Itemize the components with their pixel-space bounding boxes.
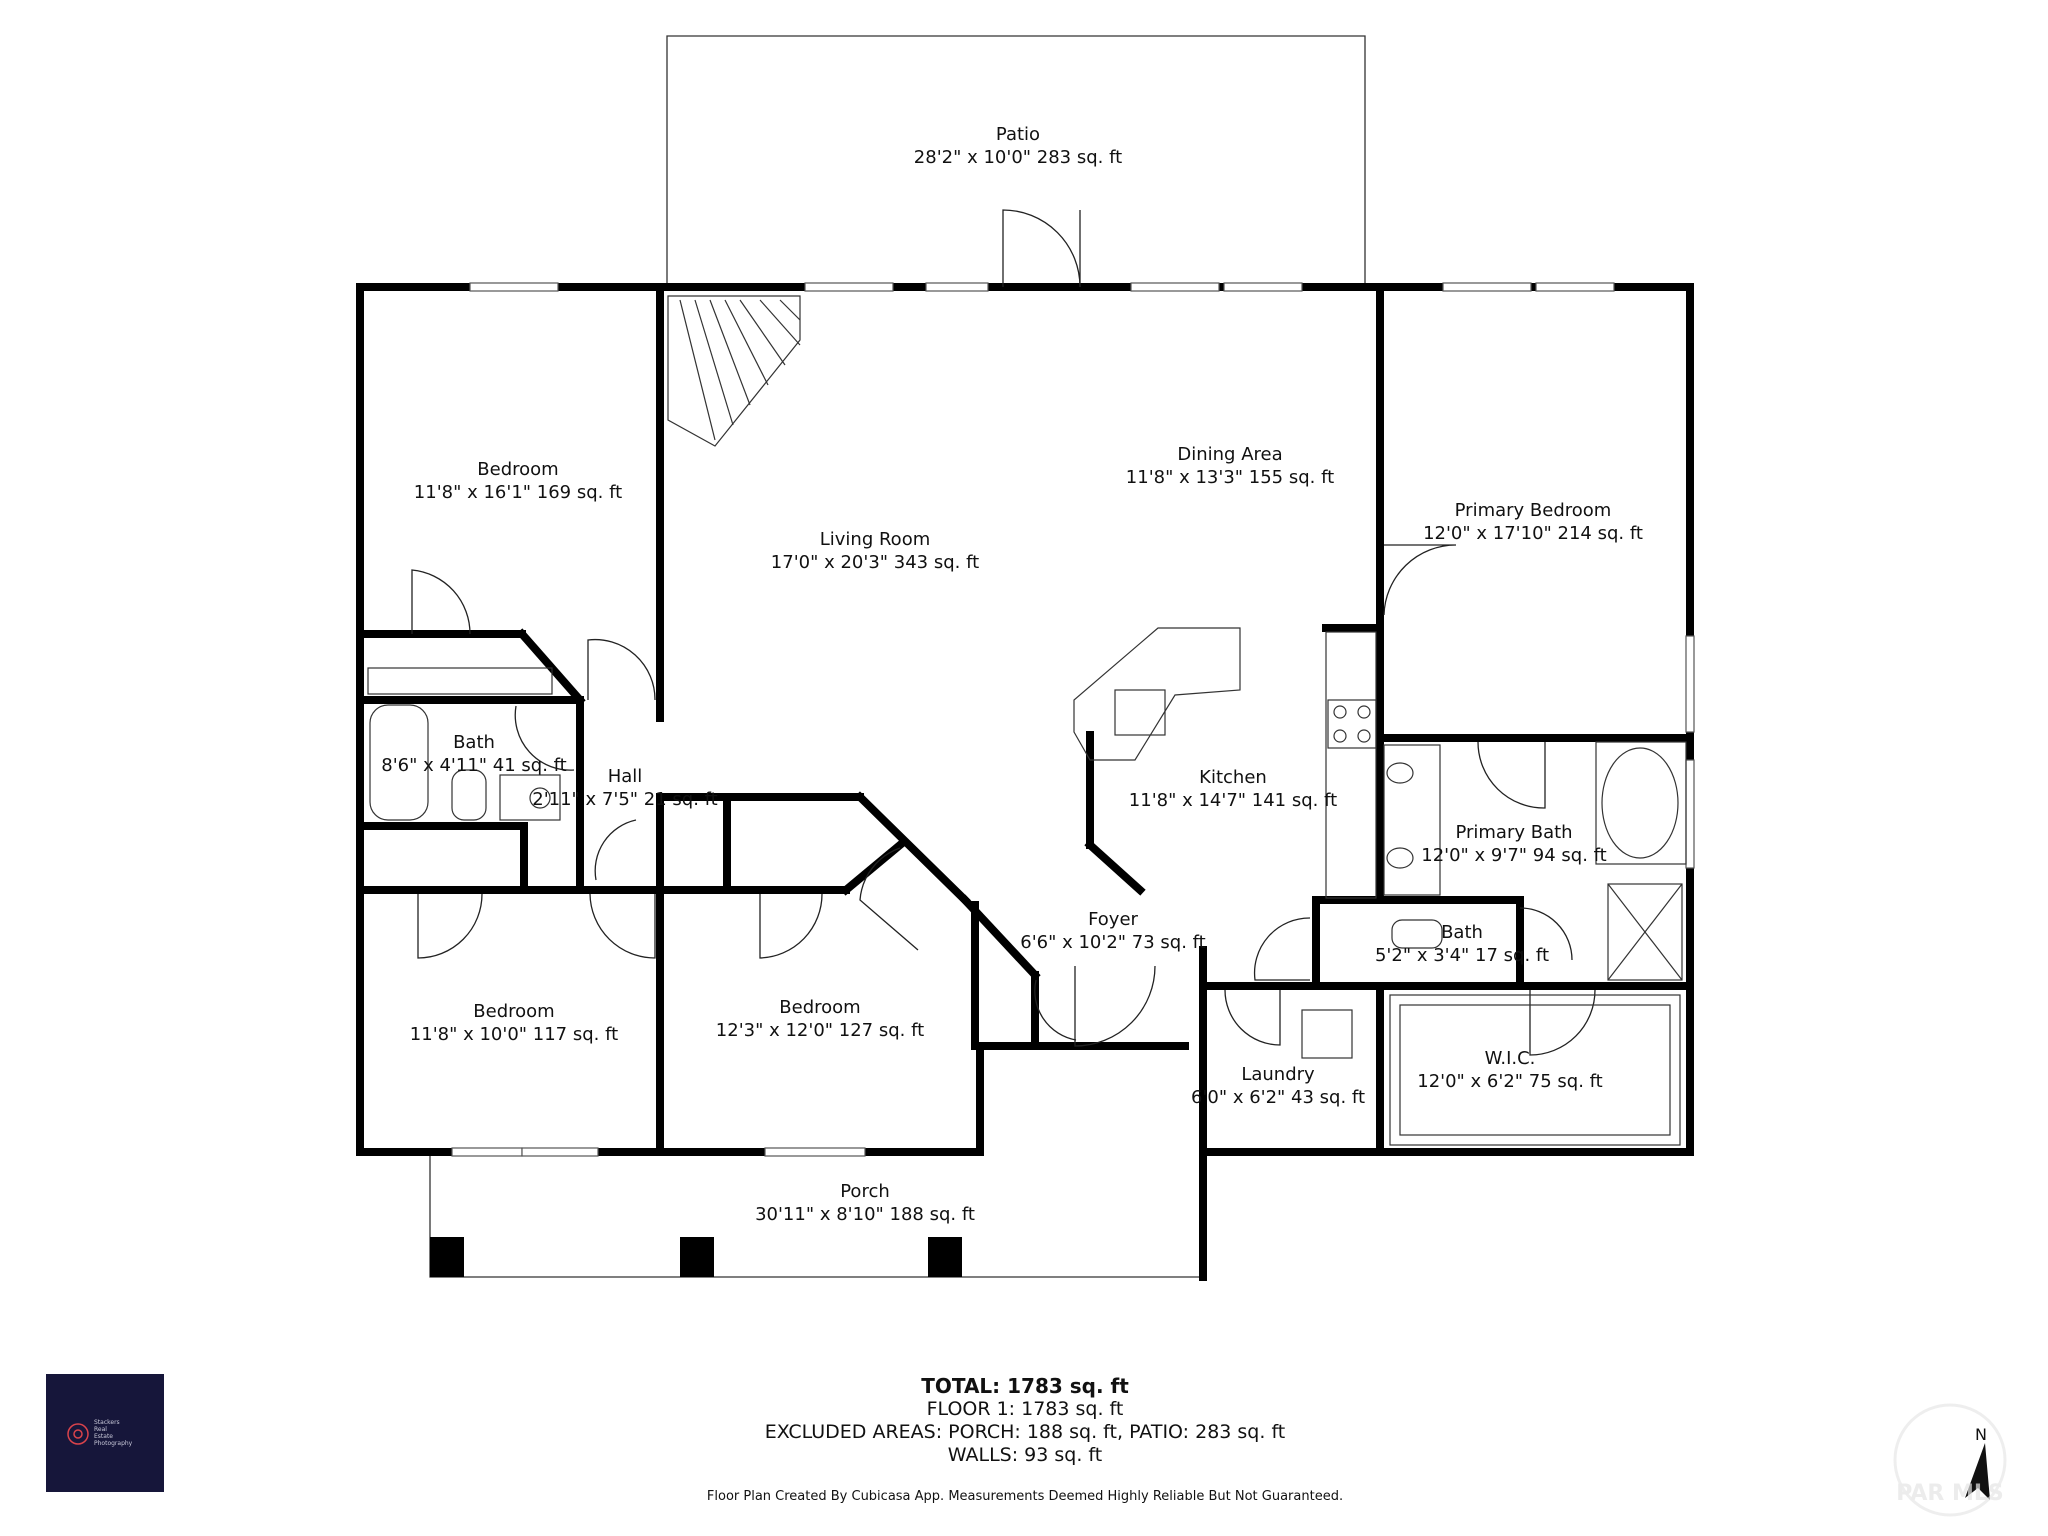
total-area: TOTAL: 1783 sq. ft <box>921 1374 1129 1398</box>
porch-dims: 30'11" x 8'10" 188 sq. ft <box>755 1204 975 1225</box>
patio-dims: 28'2" x 10'0" 283 sq. ft <box>914 147 1122 168</box>
bath-e-name: Bath <box>1441 922 1483 943</box>
dining-area-name: Dining Area <box>1177 444 1282 465</box>
kitchen-dims: 11'8" x 14'7" 141 sq. ft <box>1129 790 1337 811</box>
bath-e-dims: 5'2" x 3'4" 17 sq. ft <box>1375 945 1549 966</box>
patio-name: Patio <box>996 124 1040 145</box>
patio-outline <box>666 35 1366 287</box>
bedroom-nw-name: Bedroom <box>477 459 558 480</box>
logo-line2: Real <box>94 1426 107 1433</box>
doors <box>411 209 1596 1056</box>
bedroom-s-name: Bedroom <box>779 997 860 1018</box>
kitchen-name: Kitchen <box>1199 767 1267 788</box>
living-room-dims: 17'0" x 20'3" 343 sq. ft <box>771 552 979 573</box>
porch-name: Porch <box>840 1181 890 1202</box>
dining-area-dims: 11'8" x 13'3" 155 sq. ft <box>1126 467 1334 488</box>
disclaimer: Floor Plan Created By Cubicasa App. Meas… <box>707 1489 1343 1504</box>
room-labels: Patio 28'2" x 10'0" 283 sq. ft Bedroom 1… <box>381 124 1643 1225</box>
bath-w-name: Bath <box>453 732 495 753</box>
porch-posts <box>430 1237 962 1277</box>
wic-dims: 12'0" x 6'2" 75 sq. ft <box>1417 1071 1602 1092</box>
excluded-areas: EXCLUDED AREAS: PORCH: 188 sq. ft, PATIO… <box>765 1421 1286 1443</box>
primary-bedroom-name: Primary Bedroom <box>1455 500 1612 521</box>
primary-bath-name: Primary Bath <box>1455 822 1572 843</box>
logo-line4: Photography <box>94 1440 133 1447</box>
company-logo: Stackers Real Estate Photography <box>46 1374 164 1492</box>
fixtures <box>367 295 1687 1146</box>
windows <box>451 282 1695 1157</box>
camera-aperture-icon <box>67 1423 89 1445</box>
bedroom-sw-name: Bedroom <box>473 1001 554 1022</box>
bath-w-dims: 8'6" x 4'11" 41 sq. ft <box>381 755 566 776</box>
hall-name: Hall <box>608 766 643 787</box>
bedroom-s-dims: 12'3" x 12'0" 127 sq. ft <box>716 1020 924 1041</box>
primary-bedroom-dims: 12'0" x 17'10" 214 sq. ft <box>1423 523 1643 544</box>
wic-name: W.I.C. <box>1485 1048 1536 1069</box>
laundry-name: Laundry <box>1241 1064 1315 1085</box>
logo-line3: Estate <box>94 1433 113 1440</box>
walls-area: WALLS: 93 sq. ft <box>948 1444 1102 1466</box>
watermark-text: PAR MLS <box>1896 1481 2004 1506</box>
mls-watermark: PAR MLS <box>1893 1403 2007 1517</box>
primary-bath-dims: 12'0" x 9'7" 94 sq. ft <box>1421 845 1606 866</box>
living-room-name: Living Room <box>820 529 931 550</box>
bedroom-nw-dims: 11'8" x 16'1" 169 sq. ft <box>414 482 622 503</box>
north-arrow-icon: N <box>1965 1425 1990 1500</box>
floor1-area: FLOOR 1: 1783 sq. ft <box>927 1398 1124 1420</box>
area-summary: TOTAL: 1783 sq. ft FLOOR 1: 1783 sq. ft … <box>707 1374 1343 1504</box>
foyer-dims: 6'6" x 10'2" 73 sq. ft <box>1020 932 1205 953</box>
logo-line1: Stackers <box>94 1419 120 1426</box>
foyer-name: Foyer <box>1088 909 1138 930</box>
hall-dims: 2'11" x 7'5" 21 sq. ft <box>532 789 717 810</box>
laundry-dims: 6'0" x 6'2" 43 sq. ft <box>1191 1087 1365 1108</box>
compass-label: N <box>1975 1425 1987 1444</box>
bedroom-sw-dims: 11'8" x 10'0" 117 sq. ft <box>410 1024 618 1045</box>
